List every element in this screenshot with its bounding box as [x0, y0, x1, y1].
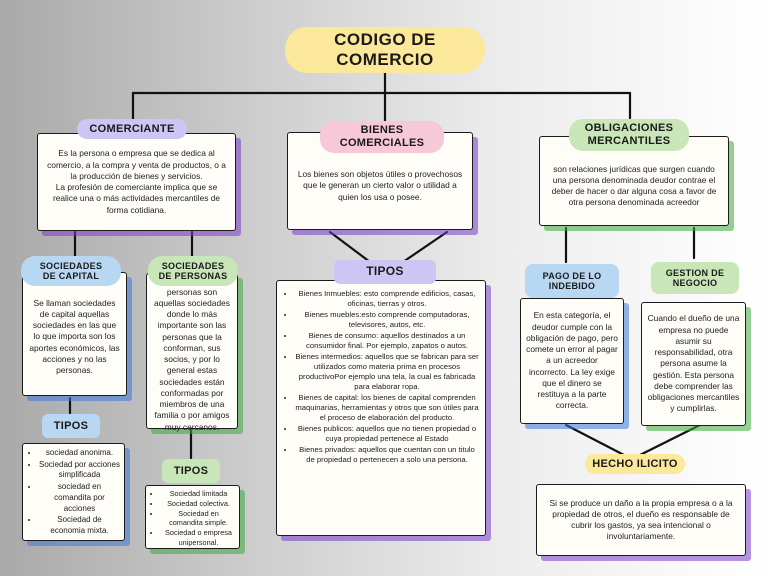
comerciante-label: COMERCIANTE: [77, 119, 187, 139]
list-item: Bienes intermedios: aquellos que se fabr…: [295, 352, 479, 392]
list-item: Sociedad colectiva.: [161, 499, 236, 508]
list-item: Sociedad en comandita simple.: [161, 509, 236, 527]
soc-capital-box: Se llaman sociedades de capital aquellas…: [22, 272, 127, 396]
soc-personas-box: Las sociedades de personas son aquellas …: [146, 273, 238, 432]
list-item: sociedad en comandita por acciones: [39, 482, 120, 514]
soc-personas-label: SOCIEDADES DE PERSONAS: [148, 256, 238, 286]
list-item: Bienes publicos: aquellos que no tienen …: [295, 424, 479, 444]
pago-text: En esta categoría, el deudor cumple con …: [526, 310, 618, 411]
obligaciones-text: son relaciones jurídicas que surgen cuan…: [551, 163, 717, 208]
obligaciones-box: son relaciones jurídicas que surgen cuan…: [539, 136, 729, 226]
gestion-text: Cuando el dueño de una empresa no puede …: [647, 313, 740, 414]
bienes-text: Los bienes son objetos útiles o provecho…: [297, 169, 463, 202]
soc-capital-label: SOCIEDADES DE CAPITAL: [21, 256, 121, 286]
list-item: Bienes de consumo: aquellos destinados a…: [295, 331, 479, 351]
list-item: Sociedad de economia mixta.: [39, 515, 120, 536]
page-title: CODIGO DE COMERCIO: [285, 27, 485, 73]
pago-box: En esta categoría, el deudor cumple con …: [520, 298, 624, 424]
pago-label: PAGO DE LO INDEBIDO: [525, 264, 619, 298]
list-item: sociedad anonima.: [39, 448, 120, 459]
hecho-text: Si se produce un daño a la propia empres…: [549, 497, 733, 542]
bienes-label: BIENES COMERCIALES: [320, 121, 444, 153]
tipos-capital-box: sociedad anonima.Sociedad por acciones s…: [22, 443, 125, 541]
tipos-capital-list: sociedad anonima.Sociedad por acciones s…: [25, 448, 120, 537]
gestion-label: GESTION DE NEGOCIO: [651, 262, 739, 294]
tipos-capital-label: TIPOS: [42, 414, 100, 438]
tipos-personas-list: Sociedad limitadaSociedad colectiva.Soci…: [147, 489, 236, 547]
comerciante-text-2: La profesión de comerciante implica que …: [52, 182, 221, 215]
tipos-bienes-box: Bienes Inmuebles: esto comprende edifici…: [276, 280, 486, 536]
soc-personas-text: Las sociedades de personas son aquellas …: [154, 275, 230, 432]
tipos-bienes-list: Bienes Inmuebles: esto comprende edifici…: [281, 289, 479, 465]
hecho-box: Si se produce un daño a la propia empres…: [536, 484, 746, 556]
list-item: Sociedad o empresa unipersonal.: [161, 528, 236, 546]
tipos-personas-label: TIPOS: [162, 459, 220, 483]
tipos-bienes-label: TIPOS: [334, 260, 436, 284]
gestion-box: Cuando el dueño de una empresa no puede …: [641, 302, 746, 426]
list-item: Bienes privados: aquellos que cuentan co…: [295, 445, 479, 465]
comerciante-text-1: Es la persona o empresa que se dedica al…: [47, 148, 226, 181]
obligaciones-label: OBLIGACIONES MERCANTILES: [569, 119, 689, 151]
soc-capital-text: Se llaman sociedades de capital aquellas…: [29, 297, 120, 376]
comerciante-box: Es la persona o empresa que se dedica al…: [37, 133, 236, 231]
tipos-personas-box: Sociedad limitadaSociedad colectiva.Soci…: [145, 485, 240, 549]
hecho-label: HECHO ILICITO: [585, 454, 685, 474]
list-item: Sociedad limitada: [161, 489, 236, 498]
list-item: Bienes Inmuebles: esto comprende edifici…: [295, 289, 479, 309]
list-item: Bienes de capital: los bienes de capital…: [295, 393, 479, 423]
list-item: Sociedad por acciones simplificada: [39, 460, 120, 481]
list-item: Bienes muebles:esto comprende computador…: [295, 310, 479, 330]
